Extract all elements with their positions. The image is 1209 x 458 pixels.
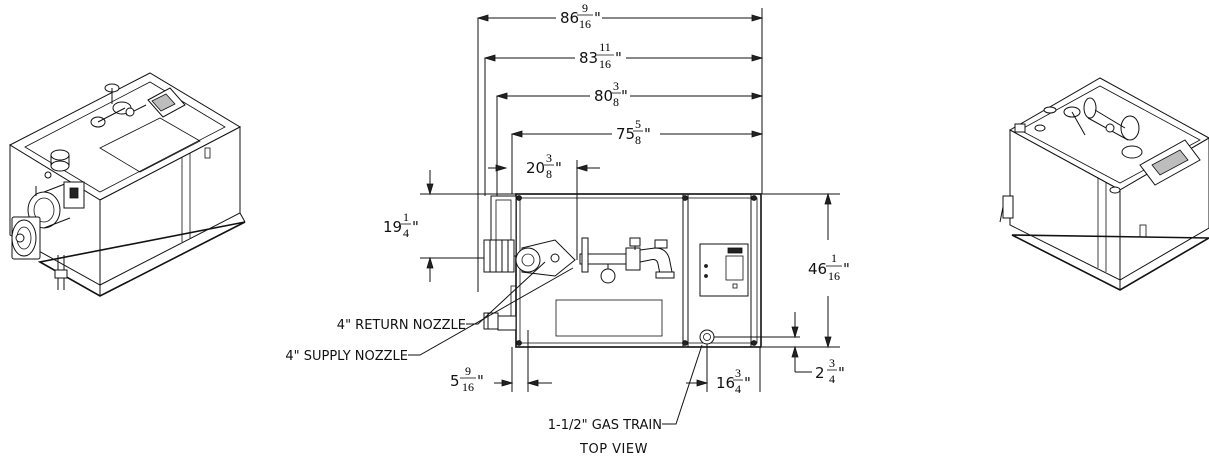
gas-valve xyxy=(600,268,616,284)
dim-body-length-a: 80 3 8 " xyxy=(594,79,628,109)
svg-text:4: 4 xyxy=(829,372,835,386)
svg-text:": " xyxy=(843,260,850,278)
gas-train-label: 1-1/2" GAS TRAIN xyxy=(548,418,662,433)
svg-text:5: 5 xyxy=(635,117,641,131)
svg-text:": " xyxy=(744,374,751,392)
svg-text:9: 9 xyxy=(465,364,471,378)
svg-text:": " xyxy=(594,9,601,27)
svg-text:": " xyxy=(644,125,651,143)
dim-overall-width: 46 1 16 " xyxy=(808,251,850,283)
top-view-drawing xyxy=(408,8,840,425)
dim-gas-offset: 16 3 4 " xyxy=(716,366,751,396)
svg-text:1: 1 xyxy=(831,251,837,265)
svg-text:": " xyxy=(621,87,628,105)
svg-text:2: 2 xyxy=(815,364,825,382)
dim-nozzle-height: 19 1 4 " xyxy=(383,210,419,240)
dim-burner-offset: 20 3 8 " xyxy=(526,151,562,181)
view-title: TOP VIEW xyxy=(579,442,648,457)
svg-text:16: 16 xyxy=(462,380,474,394)
svg-text:3: 3 xyxy=(613,79,619,93)
return-nozzle-flange xyxy=(483,239,515,273)
svg-text:": " xyxy=(838,364,845,382)
dim-overall-length: 86 9 16 " xyxy=(560,1,601,31)
access-plate xyxy=(555,299,663,337)
svg-text:11: 11 xyxy=(599,40,611,54)
dim-gas-edge-offset: 2 3 4 " xyxy=(815,356,845,386)
svg-text:4: 4 xyxy=(403,226,409,240)
gas-inlet xyxy=(699,329,715,345)
svg-text:16: 16 xyxy=(579,17,591,31)
svg-text:8: 8 xyxy=(613,95,619,109)
svg-text:": " xyxy=(477,372,484,390)
supply-nozzle-leader xyxy=(408,267,574,356)
svg-text:": " xyxy=(412,218,419,236)
svg-text:20: 20 xyxy=(526,159,545,177)
right-isometric-view xyxy=(999,77,1209,291)
svg-text:": " xyxy=(615,49,622,67)
gas-train-leader xyxy=(662,344,703,425)
svg-text:3: 3 xyxy=(735,366,741,380)
svg-text:16: 16 xyxy=(716,374,735,392)
svg-text:1: 1 xyxy=(403,210,409,224)
svg-text:5: 5 xyxy=(450,372,460,390)
dim-supply-offset: 5 9 16 " xyxy=(450,364,484,394)
return-nozzle-leader xyxy=(466,261,546,325)
left-isometric-view xyxy=(8,72,246,297)
svg-text:9: 9 xyxy=(582,1,588,15)
boiler-body-outline xyxy=(515,193,762,348)
return-nozzle-label: 4" RETURN NOZZLE xyxy=(337,318,466,333)
dim-body-length-b: 75 5 8 " xyxy=(616,117,651,147)
svg-text:4: 4 xyxy=(735,382,741,396)
svg-text:": " xyxy=(555,159,562,177)
svg-text:8: 8 xyxy=(546,167,552,181)
svg-text:46: 46 xyxy=(808,260,827,278)
svg-text:83: 83 xyxy=(579,49,598,67)
svg-text:16: 16 xyxy=(599,57,611,71)
dim-frame-length: 83 11 16 " xyxy=(579,40,622,71)
svg-text:3: 3 xyxy=(829,356,835,370)
svg-text:19: 19 xyxy=(383,218,402,236)
svg-text:86: 86 xyxy=(560,9,579,27)
supply-nozzle-label: 4" SUPPLY NOZZLE xyxy=(285,349,408,364)
svg-text:3: 3 xyxy=(546,151,552,165)
svg-text:8: 8 xyxy=(635,133,641,147)
svg-text:16: 16 xyxy=(828,269,840,283)
svg-text:80: 80 xyxy=(594,87,613,105)
svg-text:75: 75 xyxy=(616,125,635,143)
